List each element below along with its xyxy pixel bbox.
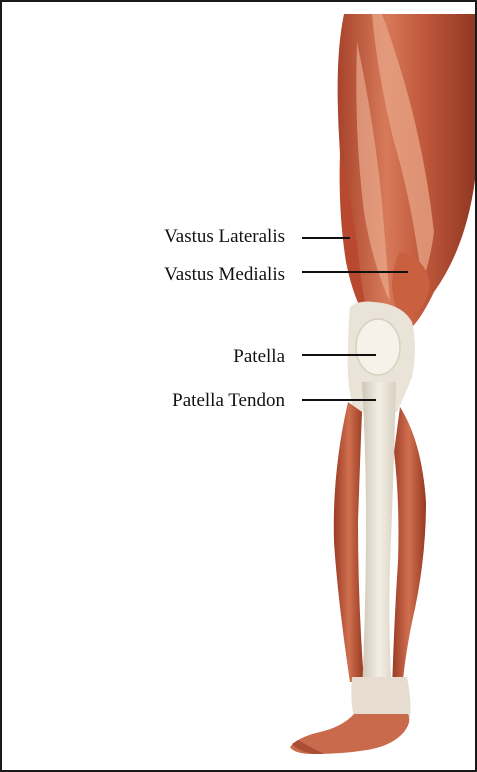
label-vastus-medialis: Vastus Medialis xyxy=(164,264,285,286)
calf-muscles-medial xyxy=(392,407,426,692)
label-patella: Patella xyxy=(233,346,285,368)
label-patella-tendon: Patella Tendon xyxy=(172,390,285,412)
ankle-region xyxy=(351,677,410,717)
patella-bone xyxy=(356,319,400,375)
tibia-tendon xyxy=(362,382,396,692)
calf-muscles-lateral xyxy=(334,402,364,682)
label-vastus-lateralis: Vastus Lateralis xyxy=(164,226,285,248)
